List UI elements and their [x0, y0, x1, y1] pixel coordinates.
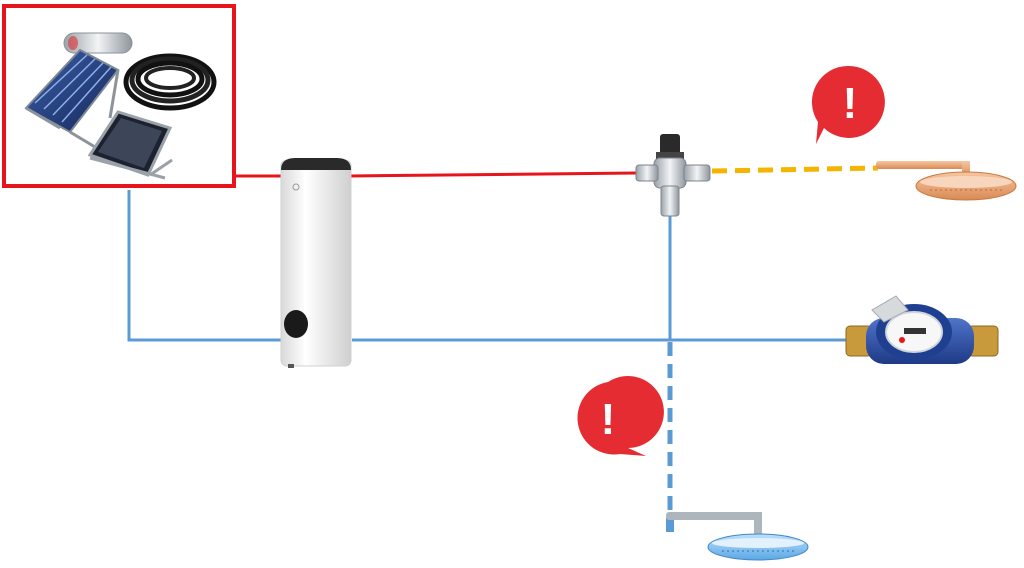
mixing-valve-icon [635, 134, 711, 217]
cold-shower-head [666, 512, 809, 561]
warning-symbol: ! [601, 395, 616, 444]
pipe-coil-icon [123, 53, 217, 111]
warning-cold-outlet: ! [577, 376, 664, 456]
shower-head-icon [666, 512, 809, 561]
flat-panel-collector-icon [87, 110, 173, 180]
water-tank-icon [280, 158, 352, 368]
hot-shower-head [876, 161, 1017, 201]
storage-tank [280, 158, 352, 368]
hot-pipe-tank-to-valve [349, 171, 641, 178]
cold-pipe-source-return [127, 190, 282, 342]
pipes [127, 165, 879, 522]
water-meter [845, 295, 999, 364]
water-meter-icon [845, 295, 999, 364]
solar-collector-icon [24, 32, 133, 152]
mixed-pipe-dashed [711, 165, 879, 174]
shower-head-icon [876, 161, 1017, 201]
solar-water-heater-kit [2, 4, 236, 188]
warning-hot-outlet: ! [811, 65, 885, 144]
warning-symbol: ! [843, 79, 858, 128]
thermostatic-mixing-valve [635, 134, 711, 217]
